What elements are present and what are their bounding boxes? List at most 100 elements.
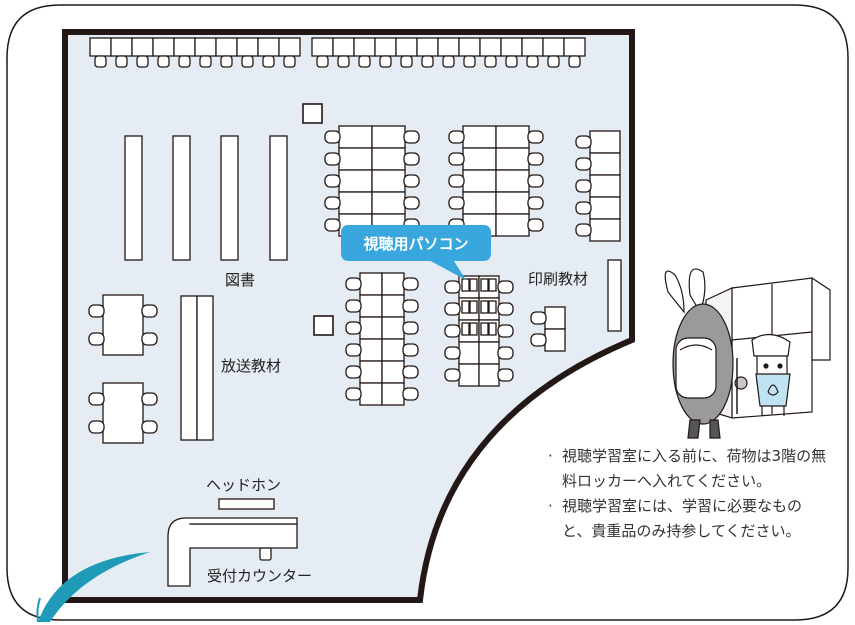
study-desk: [589, 218, 621, 242]
locker: [278, 37, 301, 57]
chair: [403, 174, 420, 188]
study-desk: [338, 169, 373, 193]
chair: [527, 130, 544, 144]
chair: [444, 280, 461, 294]
pc-monitor-icon: [461, 300, 470, 314]
locker: [542, 37, 565, 57]
print-materials-label: 印刷教材: [528, 270, 589, 288]
locker-seat: [241, 55, 254, 68]
chair: [402, 321, 419, 335]
study-desk: [359, 338, 383, 362]
print-materials-shelf: [607, 259, 622, 332]
pc-monitor-icon: [488, 322, 497, 336]
study-desk: [338, 125, 373, 149]
chair: [575, 179, 592, 193]
chair: [403, 130, 420, 144]
study-desk: [589, 174, 621, 198]
chair: [527, 218, 544, 232]
chair: [88, 392, 105, 406]
study-desk: [359, 272, 383, 296]
chair: [444, 324, 461, 338]
locker: [215, 37, 238, 57]
chair: [497, 302, 514, 316]
pillar: [313, 315, 334, 336]
locker: [437, 37, 460, 57]
chair: [345, 277, 362, 291]
study-desk: [381, 338, 405, 362]
chair: [345, 365, 362, 379]
chair: [402, 365, 419, 379]
reception-counter: [167, 517, 298, 587]
pc-monitor-icon: [480, 278, 489, 292]
logo-swoosh-icon: [36, 552, 150, 623]
chair: [141, 304, 158, 318]
study-desk: [495, 191, 530, 215]
chair: [324, 130, 341, 144]
locker: [374, 37, 397, 57]
locker: [152, 37, 175, 57]
locker: [236, 37, 259, 57]
broadcast-materials-label: 放送教材: [221, 357, 282, 375]
locker-seat: [568, 55, 581, 68]
study-desk: [381, 272, 405, 296]
study-desk: [338, 191, 373, 215]
study-desk: [381, 382, 405, 406]
locker: [173, 37, 196, 57]
study-desk: [462, 125, 497, 149]
chair: [444, 302, 461, 316]
bookshelf: [172, 135, 191, 261]
locker: [458, 37, 481, 57]
note-item: · 視聴学習室に入る前に、荷物は3階の無料ロッカーへ入れてください。: [548, 444, 838, 494]
chair: [88, 332, 105, 346]
chair: [497, 280, 514, 294]
locker-seat: [358, 55, 371, 68]
locker-seat: [505, 55, 518, 68]
locker: [353, 37, 376, 57]
chair: [530, 311, 547, 325]
study-desk: [371, 147, 406, 171]
locker-seat: [337, 55, 350, 68]
pc-monitor-icon: [480, 300, 489, 314]
mascot-illustration: [664, 268, 831, 439]
pc-monitor-icon: [469, 278, 478, 292]
chair: [448, 174, 465, 188]
pc-desk: [458, 363, 480, 387]
note-text: 視聴学習室には、学習に必要なものと、貴重品のみ持参してください。: [562, 497, 803, 540]
locker-seat: [442, 55, 455, 68]
locker: [416, 37, 439, 57]
locker: [521, 37, 544, 57]
chair: [448, 130, 465, 144]
locker: [479, 37, 502, 57]
locker-row: [89, 37, 586, 68]
bookshelf: [269, 135, 288, 261]
locker-seat: [157, 55, 170, 68]
chair: [402, 299, 419, 313]
locker-seat: [400, 55, 413, 68]
locker-seat: [199, 55, 212, 68]
pc-desk: [478, 341, 500, 365]
locker: [395, 37, 418, 57]
pc-monitor-icon: [488, 278, 497, 292]
chair: [530, 333, 547, 347]
chair: [497, 346, 514, 360]
locker-seat: [262, 55, 275, 68]
chair: [345, 299, 362, 313]
books-label: 図書: [225, 271, 256, 289]
locker-seat: [547, 55, 560, 68]
pillar: [302, 103, 323, 124]
study-desk: [381, 316, 405, 340]
chair: [403, 196, 420, 210]
chair: [324, 174, 341, 188]
study-desk: [359, 294, 383, 318]
pc-monitor-icon: [461, 278, 470, 292]
chair: [402, 277, 419, 291]
locker-seat: [220, 55, 233, 68]
chair: [448, 152, 465, 166]
chair: [141, 332, 158, 346]
study-desk: [338, 147, 373, 171]
chair: [497, 324, 514, 338]
chair: [324, 218, 341, 232]
study-desk: [381, 360, 405, 384]
